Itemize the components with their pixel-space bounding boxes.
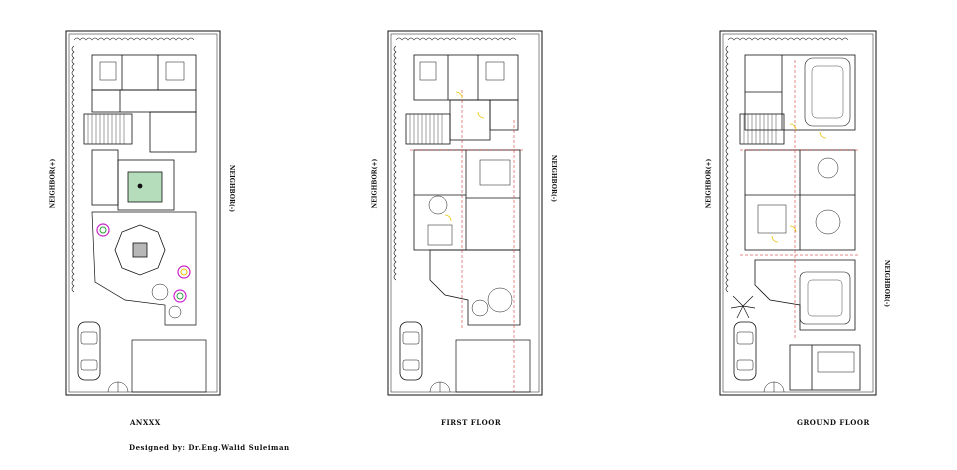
first-left-neighbor-label: NEIGHBOR(+) — [371, 158, 379, 209]
ground-left-neighbor-label: NEIGHBOR(+) — [705, 158, 713, 209]
annex-plan — [65, 30, 221, 396]
first-floor-plan — [387, 30, 543, 396]
annex-right-neighbor-label: NEIGHBOR(-) — [228, 164, 236, 213]
tree-row — [393, 37, 517, 281]
ground-right-neighbor-label: NEIGHBOR(-) — [883, 259, 891, 308]
ground-floor-title: GROUND FLOOR — [797, 418, 870, 427]
palm-tree — [730, 295, 756, 319]
ground-floor-plan — [719, 30, 877, 396]
first-floor-title: FIRST FLOOR — [441, 418, 502, 427]
designer-credit: Designed by: Dr.Eng.Walid Suleiman — [129, 443, 290, 452]
annex-left-neighbor-label: NEIGHBOR(+) — [49, 158, 57, 209]
tree-row — [725, 37, 849, 293]
annex-title: ANXXX — [130, 418, 161, 427]
tree-row — [71, 37, 195, 293]
first-right-neighbor-label: NEIGHBOR(-) — [550, 154, 558, 203]
